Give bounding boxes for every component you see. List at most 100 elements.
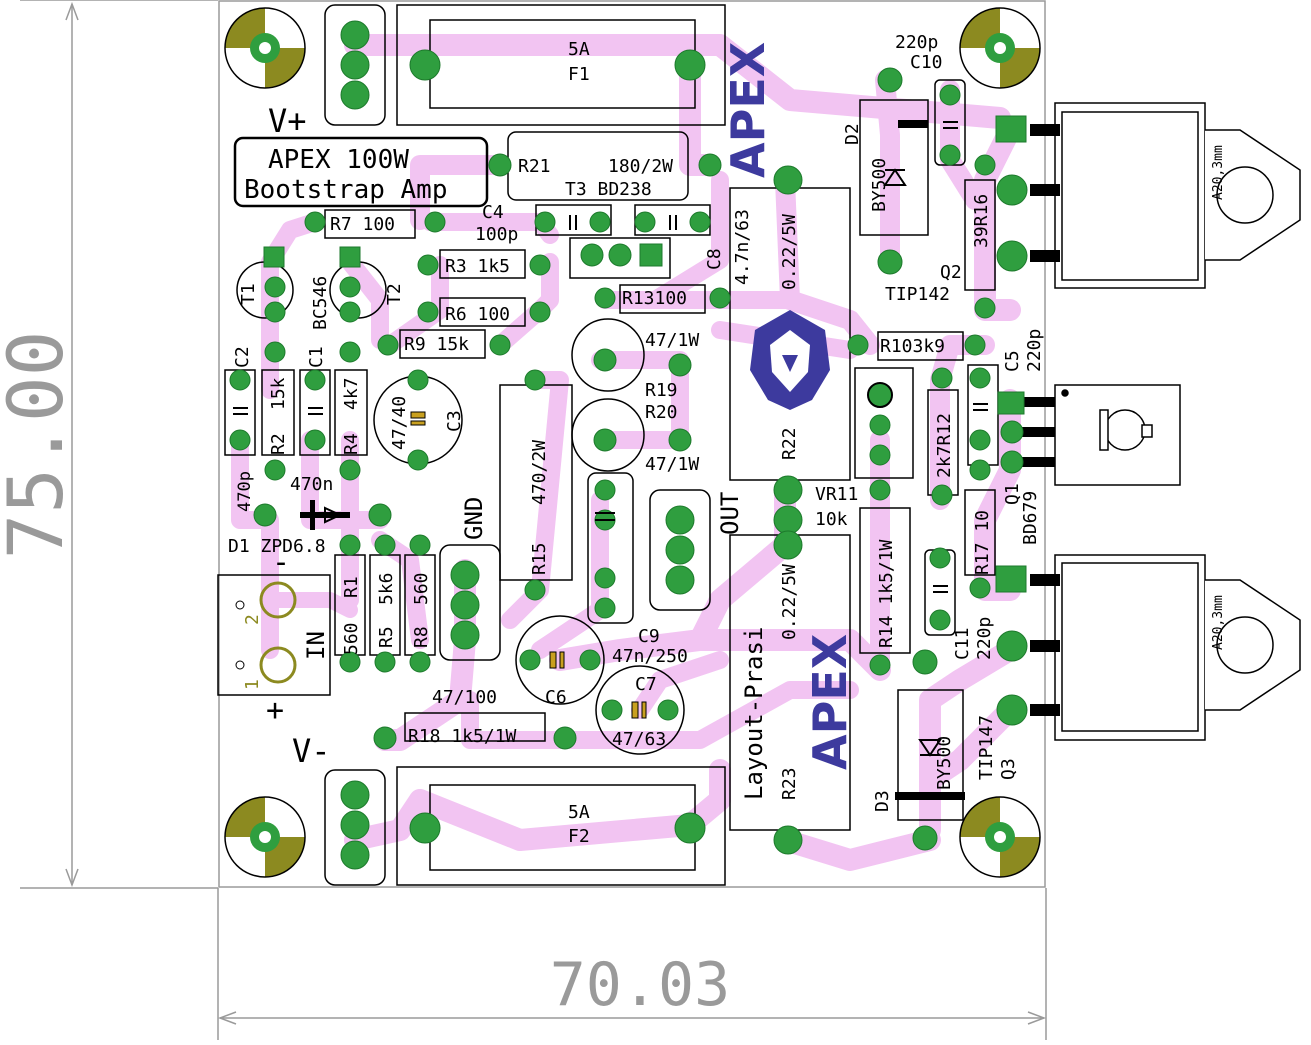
r19-value: 47/1W: [645, 330, 699, 351]
c5-ref: C5: [1002, 350, 1023, 372]
heatsinks: [1054, 102, 1301, 741]
r4-ref: R4: [341, 433, 362, 455]
r7-label: R7 100: [330, 214, 395, 235]
c10-ref: C10: [910, 52, 943, 73]
dimension-height-label: 75.00: [0, 331, 80, 560]
c6-value: 47/100: [432, 687, 497, 708]
q1-ref: Q1: [1002, 483, 1023, 505]
credit-label: Layout-Prasi: [740, 627, 768, 800]
r22-ref: R22: [779, 427, 800, 460]
electrolytic-bands: [410, 411, 647, 719]
fuse1-value: 5A: [568, 39, 590, 60]
title-line1: APEX 100W: [268, 145, 409, 175]
title-line2: Bootstrap Amp: [244, 175, 448, 205]
r16-label: 39R16: [971, 194, 992, 248]
t3-label: T3 BD238: [565, 179, 652, 200]
c2-value: 470p: [235, 471, 255, 512]
r9-label: R9 15k: [404, 334, 469, 355]
r18-label: R18 1k5/1W: [408, 726, 517, 747]
r4-value: 4k7: [341, 377, 362, 410]
t2-label: T2: [384, 283, 405, 305]
r6-label: R6 100: [445, 304, 510, 325]
d2-ref: D2: [842, 123, 863, 145]
dimension-lines: [20, 0, 1047, 1040]
r2-ref: R2: [268, 433, 289, 455]
r8-ref: R8: [411, 626, 432, 648]
silk-texts: APEX 100W Bootstrap Amp V+ V- - + 5A F1 …: [228, 32, 1226, 847]
r5-value: 5k6: [376, 572, 397, 605]
output-label: OUT: [716, 492, 744, 535]
c7-value: 47/63: [612, 729, 666, 750]
q3-value: TIP147: [976, 715, 997, 780]
rail-negative-label: V-: [292, 732, 331, 770]
r15-value: 470/2W: [529, 440, 550, 505]
r22-value: 0.22/5W: [779, 214, 800, 290]
r21-ref: R21: [518, 156, 551, 177]
c8-value: 4.7n/63: [732, 209, 753, 285]
r20-ref: R20: [645, 402, 678, 423]
input-label: IN: [302, 631, 330, 660]
c2-ref: C2: [232, 346, 253, 368]
r14-label: R14 1k5/1W: [876, 539, 897, 648]
t1-label: T1: [238, 283, 259, 305]
d1-label: D1 ZPD6.8: [228, 536, 326, 557]
in-pin2-label: 2: [242, 614, 263, 625]
r17-label: R17 10: [972, 510, 993, 575]
r21-value: 180/2W: [608, 156, 673, 177]
lion-logo-icon: [750, 310, 830, 410]
r23-ref: R23: [779, 767, 800, 800]
r1-value: 560: [341, 622, 362, 655]
q2-ref: Q2: [940, 262, 962, 283]
r15-ref: R15: [529, 542, 550, 575]
c7-ref: C7: [635, 674, 657, 695]
r1-ref: R1: [341, 576, 362, 598]
r23-value: 0.22/5W: [779, 564, 800, 640]
input-minus-label: -: [272, 545, 290, 580]
d3-ref: D3: [872, 790, 893, 812]
rail-positive-label: V+: [268, 102, 307, 140]
fuse2-ref: F2: [568, 826, 590, 847]
q2-value: TIP142: [885, 284, 950, 305]
r2-value: 15k: [268, 377, 289, 410]
dimension-width-label: 70.03: [550, 950, 731, 1020]
apex-logo-bottom: APEX: [803, 634, 857, 770]
c11-value: 220p: [974, 617, 995, 660]
q3-ref: Q3: [998, 758, 1019, 780]
c5-value: 220p: [1024, 329, 1045, 372]
r3-label: R3 1k5: [445, 256, 510, 277]
vr1-ref: VR11: [815, 484, 858, 505]
c1-value: 470n: [290, 474, 333, 495]
component-symbols: [233, 121, 988, 757]
c3-value: 47/40: [389, 396, 410, 450]
r20-value: 47/1W: [645, 454, 699, 475]
fuse1-ref: F1: [568, 64, 590, 85]
vr1-value: 10k: [815, 509, 848, 530]
c3-ref: C3: [444, 410, 465, 432]
input-plus-label: +: [266, 693, 284, 728]
c11-ref: C11: [952, 627, 973, 660]
q1-value: BD679: [1020, 491, 1041, 545]
c4-value: 100p: [475, 224, 518, 245]
r8-value: 560: [411, 572, 432, 605]
silk-vertical-texts: GND IN OUT 1 2 Layout-Prasi C8 4.7n/63 0…: [232, 123, 1045, 812]
bc546-label: BC546: [310, 276, 331, 330]
fuse2-value: 5A: [568, 802, 590, 823]
c4-ref: C4: [482, 202, 504, 223]
heatsink-top-label: A20,3mm: [1211, 145, 1226, 200]
r19-ref: R19: [645, 380, 678, 401]
apex-logo-top: APEX: [721, 42, 775, 178]
in-pin1-label: 1: [242, 679, 263, 690]
pads: [229, 20, 1028, 870]
c1-ref: C1: [306, 346, 327, 368]
r12-label: 2k7R12: [934, 413, 955, 478]
c8-ref: C8: [704, 248, 725, 270]
c6-ref: C6: [545, 687, 567, 708]
c10-value: 220p: [895, 32, 938, 53]
r10-label: R103k9: [880, 336, 945, 357]
c9-ref: C9: [638, 626, 660, 647]
mounting-holes: [224, 7, 1041, 878]
gnd-label: GND: [460, 497, 488, 540]
c9-value: 47n/250: [612, 646, 688, 667]
r13-label: R13100: [622, 288, 687, 309]
